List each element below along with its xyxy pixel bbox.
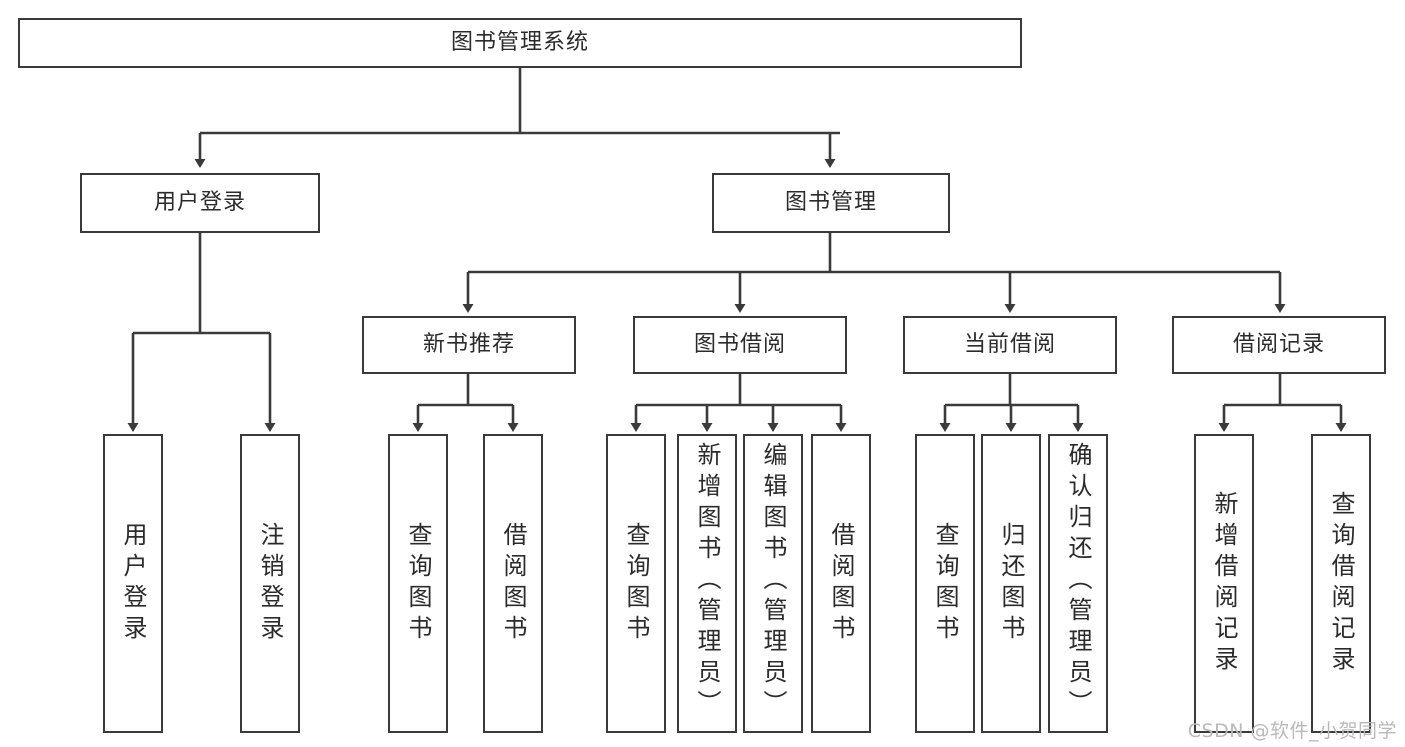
node-user-login-label: 用户登录 <box>153 190 246 216</box>
leaf-user-login-logout-label: 注销登录 <box>256 521 284 646</box>
leaf-borrow-record-add-label: 新增借阅记录 <box>1210 490 1238 677</box>
leaf-user-login-login[interactable]: 用户登录 <box>103 434 163 733</box>
leaf-book-borrow-add-label: 新增图书（管理员） <box>693 442 721 721</box>
node-new-book-recommend-label: 新书推荐 <box>422 332 515 358</box>
node-book-borrow-label: 图书借阅 <box>693 332 786 358</box>
node-user-login[interactable]: 用户登录 <box>80 173 320 233</box>
leaf-current-borrow-return-label: 归还图书 <box>997 521 1025 646</box>
node-root[interactable]: 图书管理系统 <box>18 18 1022 68</box>
leaf-new-book-query-label: 查询图书 <box>404 521 432 646</box>
leaf-new-book-borrow[interactable]: 借阅图书 <box>483 434 543 733</box>
csdn-watermark: CSDN @软件_小贺同学 <box>1187 720 1397 742</box>
node-root-label: 图书管理系统 <box>450 30 589 56</box>
leaf-current-borrow-query-label: 查询图书 <box>931 521 959 646</box>
leaf-current-borrow-confirm[interactable]: 确认归还（管理员） <box>1048 434 1108 733</box>
leaf-book-borrow-edit[interactable]: 编辑图书（管理员） <box>743 434 803 733</box>
leaf-book-borrow-query[interactable]: 查询图书 <box>606 434 666 733</box>
node-borrow-record-label: 借阅记录 <box>1232 332 1325 358</box>
leaf-new-book-query[interactable]: 查询图书 <box>388 434 448 733</box>
leaf-current-borrow-confirm-label: 确认归还（管理员） <box>1064 442 1092 721</box>
node-current-borrow-label: 当前借阅 <box>963 332 1056 358</box>
leaf-book-borrow-add[interactable]: 新增图书（管理员） <box>677 434 737 733</box>
node-current-borrow[interactable]: 当前借阅 <box>903 316 1117 374</box>
node-new-book-recommend[interactable]: 新书推荐 <box>362 316 576 374</box>
node-book-borrow[interactable]: 图书借阅 <box>633 316 847 374</box>
leaf-borrow-record-add[interactable]: 新增借阅记录 <box>1194 434 1254 733</box>
leaf-book-borrow-edit-label: 编辑图书（管理员） <box>759 442 787 721</box>
leaf-current-borrow-return[interactable]: 归还图书 <box>981 434 1041 733</box>
leaf-new-book-borrow-label: 借阅图书 <box>499 521 527 646</box>
leaf-user-login-logout[interactable]: 注销登录 <box>240 434 300 733</box>
leaf-book-borrow-borrow[interactable]: 借阅图书 <box>811 434 871 733</box>
node-book-management-label: 图书管理 <box>784 190 877 216</box>
node-book-management[interactable]: 图书管理 <box>712 173 950 233</box>
leaf-borrow-record-query[interactable]: 查询借阅记录 <box>1311 434 1371 733</box>
node-borrow-record[interactable]: 借阅记录 <box>1172 316 1386 374</box>
leaf-book-borrow-query-label: 查询图书 <box>622 521 650 646</box>
leaf-borrow-record-query-label: 查询借阅记录 <box>1327 490 1355 677</box>
leaf-current-borrow-query[interactable]: 查询图书 <box>915 434 975 733</box>
leaf-book-borrow-borrow-label: 借阅图书 <box>827 521 855 646</box>
leaf-user-login-login-label: 用户登录 <box>119 521 147 646</box>
